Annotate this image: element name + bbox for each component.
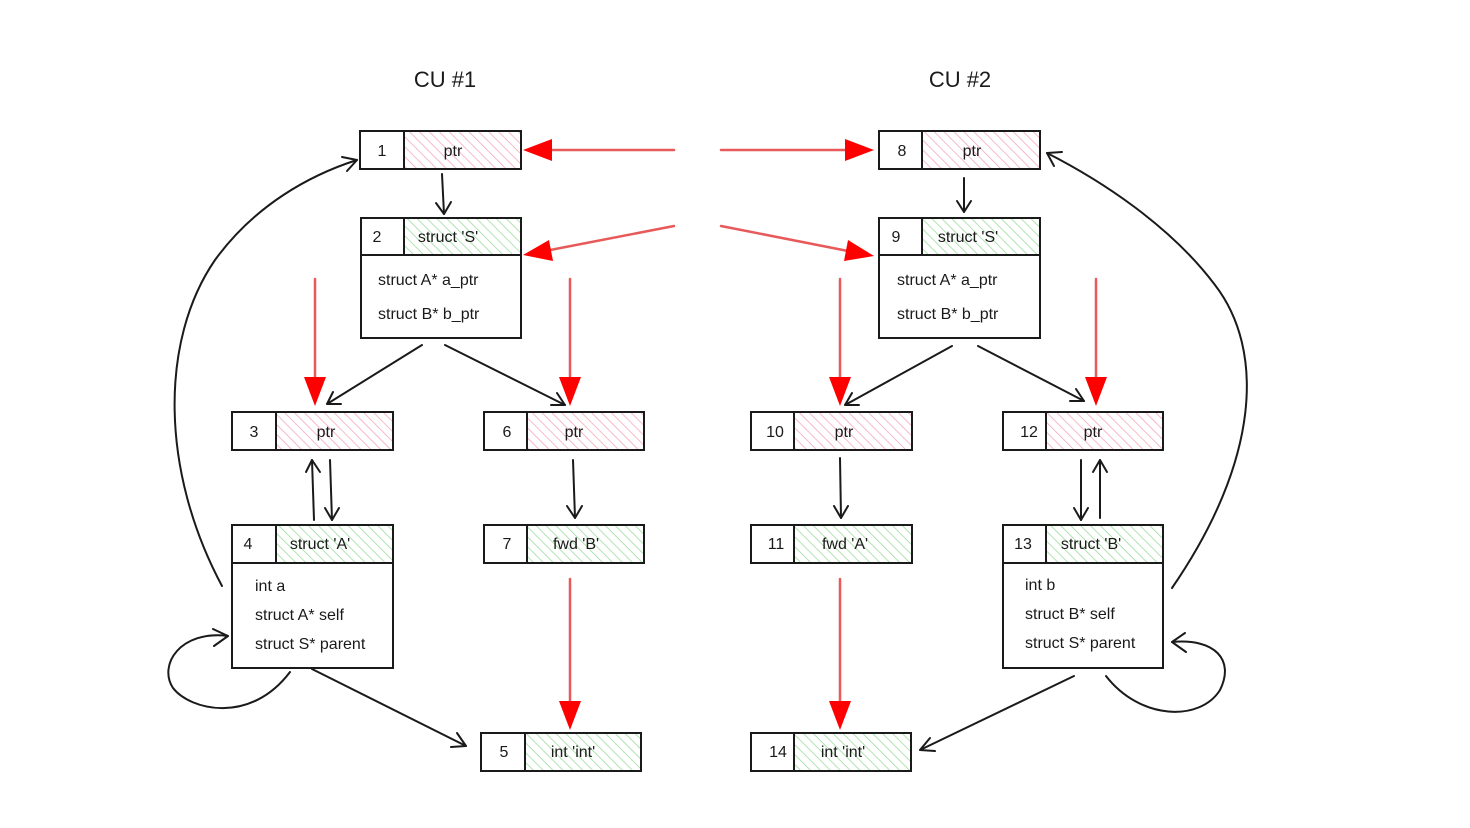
edge-12-to-13 [1073, 459, 1089, 521]
edge-1-to-2 [435, 173, 452, 215]
node-8-id: 8 [898, 143, 907, 160]
node-14: 14 int 'int' [750, 732, 912, 772]
node-13-field: struct B* self [1025, 606, 1115, 623]
edge-4-to-3 [305, 459, 321, 521]
node-12: 12 ptr [1002, 411, 1164, 451]
node-2-field: struct A* a_ptr [378, 272, 479, 289]
node-9-id: 9 [892, 229, 901, 246]
red-edge-to-3 [304, 277, 326, 406]
node-4: 4 struct 'A' int a struct A* self struct… [231, 524, 394, 669]
node-6-label: ptr [565, 424, 584, 441]
edge-2-to-3 [326, 344, 423, 405]
edge-8-to-9 [956, 177, 972, 213]
node-1-label: ptr [444, 143, 463, 160]
node-1: 1 ptr [359, 130, 522, 170]
node-2: 2 struct 'S' struct A* a_ptr struct B* b… [360, 217, 522, 339]
edge-10-to-11 [833, 457, 849, 519]
node-11-id: 11 [768, 536, 785, 553]
node-14-id: 14 [769, 744, 787, 761]
edge-6-to-7 [566, 459, 583, 519]
node-4-id: 4 [244, 536, 253, 553]
node-9-label: struct 'S' [938, 229, 998, 246]
red-edge-to-10 [829, 277, 851, 406]
node-14-label: int 'int' [821, 744, 865, 761]
edge-13-to-14 [919, 675, 1075, 752]
node-2-label: struct 'S' [418, 229, 478, 246]
node-9: 9 struct 'S' struct A* a_ptr struct B* b… [878, 217, 1041, 339]
edge-4-self-loop [167, 628, 291, 709]
node-11: 11 fwd 'A' [750, 524, 913, 564]
edge-13-self-loop [1105, 632, 1226, 713]
node-5-label: int 'int' [551, 744, 595, 761]
node-12-label: ptr [1084, 424, 1103, 441]
node-4-field: int a [255, 578, 285, 595]
edge-13-to-12 [1092, 459, 1108, 519]
black-edges [167, 151, 1248, 752]
node-7-id: 7 [503, 536, 512, 553]
node-10: 10 ptr [750, 411, 913, 451]
node-4-label: struct 'A' [290, 536, 350, 553]
node-13-field: int b [1025, 577, 1055, 594]
red-edge-to-6 [559, 277, 581, 406]
node-3-id: 3 [250, 424, 259, 441]
red-edges [304, 139, 1107, 730]
node-3: 3 ptr [231, 411, 394, 451]
node-3-label: ptr [317, 424, 336, 441]
red-edge-11-to-14 [829, 577, 851, 730]
red-edge-7-to-5 [559, 577, 581, 730]
red-edge-to-12 [1085, 277, 1107, 406]
node-9-field: struct B* b_ptr [897, 306, 999, 323]
node-5: 5 int 'int' [480, 732, 642, 772]
edge-3-to-4 [324, 459, 340, 521]
node-13-field: struct S* parent [1025, 635, 1136, 652]
cu1-title: CU #1 [414, 67, 476, 92]
node-9-field: struct A* a_ptr [897, 272, 998, 289]
edge-2-to-6 [444, 344, 566, 406]
node-8: 8 ptr [878, 130, 1041, 170]
edge-4-to-1 [173, 156, 358, 587]
node-7: 7 fwd 'B' [483, 524, 645, 564]
node-2-id: 2 [373, 229, 382, 246]
node-4-field: struct S* parent [255, 636, 366, 653]
node-5-id: 5 [500, 744, 509, 761]
red-edge-equiv-1-8 [523, 139, 874, 161]
edge-9-to-12 [977, 345, 1085, 402]
node-12-id: 12 [1020, 424, 1038, 441]
node-13-id: 13 [1014, 536, 1032, 553]
node-13: 13 struct 'B' int b struct B* self struc… [1002, 524, 1164, 669]
red-edge-equiv-2-9 [523, 224, 874, 261]
node-11-label: fwd 'A' [822, 536, 868, 553]
edge-9-to-10 [844, 345, 953, 406]
cu2-title: CU #2 [929, 67, 991, 92]
node-10-id: 10 [766, 424, 784, 441]
node-10-label: ptr [835, 424, 854, 441]
node-1-id: 1 [378, 143, 387, 160]
node-13-label: struct 'B' [1061, 536, 1121, 553]
node-6-id: 6 [503, 424, 512, 441]
edge-13-to-8 [1046, 151, 1248, 589]
node-6: 6 ptr [483, 411, 645, 451]
node-7-label: fwd 'B' [553, 536, 599, 553]
edge-4-to-5 [311, 668, 467, 748]
node-2-field: struct B* b_ptr [378, 306, 480, 323]
node-4-field: struct A* self [255, 607, 344, 624]
node-8-label: ptr [963, 143, 982, 160]
